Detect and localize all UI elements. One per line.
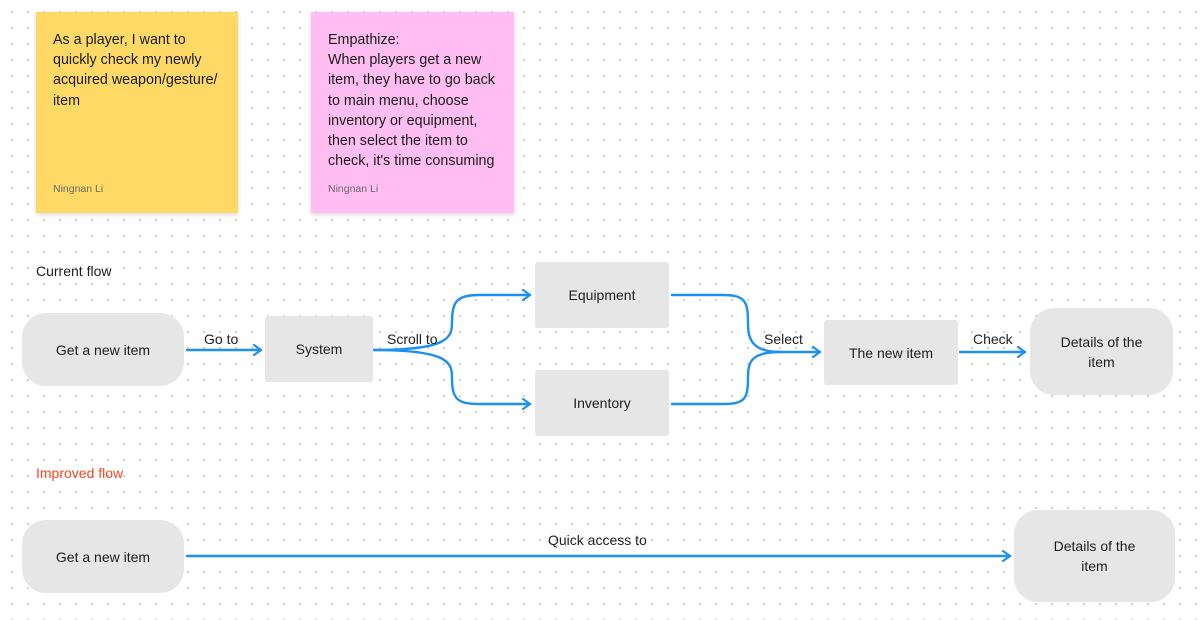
edge-label-go-to: Go to bbox=[204, 331, 239, 347]
node-inventory[interactable]: Inventory bbox=[535, 370, 669, 436]
edge-label-scroll-to: Scroll to bbox=[387, 331, 438, 347]
edge-label-select: Select bbox=[764, 331, 803, 347]
node-get-new-item[interactable]: Get a new item bbox=[22, 313, 184, 386]
current-flow-label: Current flow bbox=[36, 263, 112, 279]
node-system[interactable]: System bbox=[265, 316, 373, 382]
sticky-note-user-story[interactable]: As a player, I want to quickly check my … bbox=[36, 12, 238, 213]
connector-scroll-to-inventory bbox=[372, 348, 532, 404]
connector-equipment-select bbox=[670, 293, 822, 352]
edge-label-check: Check bbox=[973, 331, 1013, 347]
sticky-note-author: Ningnan Li bbox=[328, 183, 379, 195]
connector-scroll-to-equipment bbox=[372, 295, 532, 352]
node-the-new-item[interactable]: The new item bbox=[824, 320, 958, 385]
sticky-note-empathize[interactable]: Empathize: When players get a new item, … bbox=[311, 12, 514, 213]
connector-inventory-select bbox=[670, 350, 782, 406]
sticky-note-text: Empathize: When players get a new item, … bbox=[328, 32, 495, 170]
node-equipment[interactable]: Equipment bbox=[535, 262, 669, 328]
sticky-note-text: As a player, I want to quickly check my … bbox=[53, 32, 218, 109]
node-improved-get-new-item[interactable]: Get a new item bbox=[22, 520, 184, 593]
improved-flow-label: Improved flow bbox=[36, 465, 124, 481]
edge-label-quick-access: Quick access to bbox=[548, 532, 647, 548]
sticky-note-author: Ningnan Li bbox=[53, 183, 104, 195]
node-details-of-item[interactable]: Details of the item bbox=[1030, 308, 1173, 395]
node-improved-details-of-item[interactable]: Details of the item bbox=[1014, 510, 1175, 602]
